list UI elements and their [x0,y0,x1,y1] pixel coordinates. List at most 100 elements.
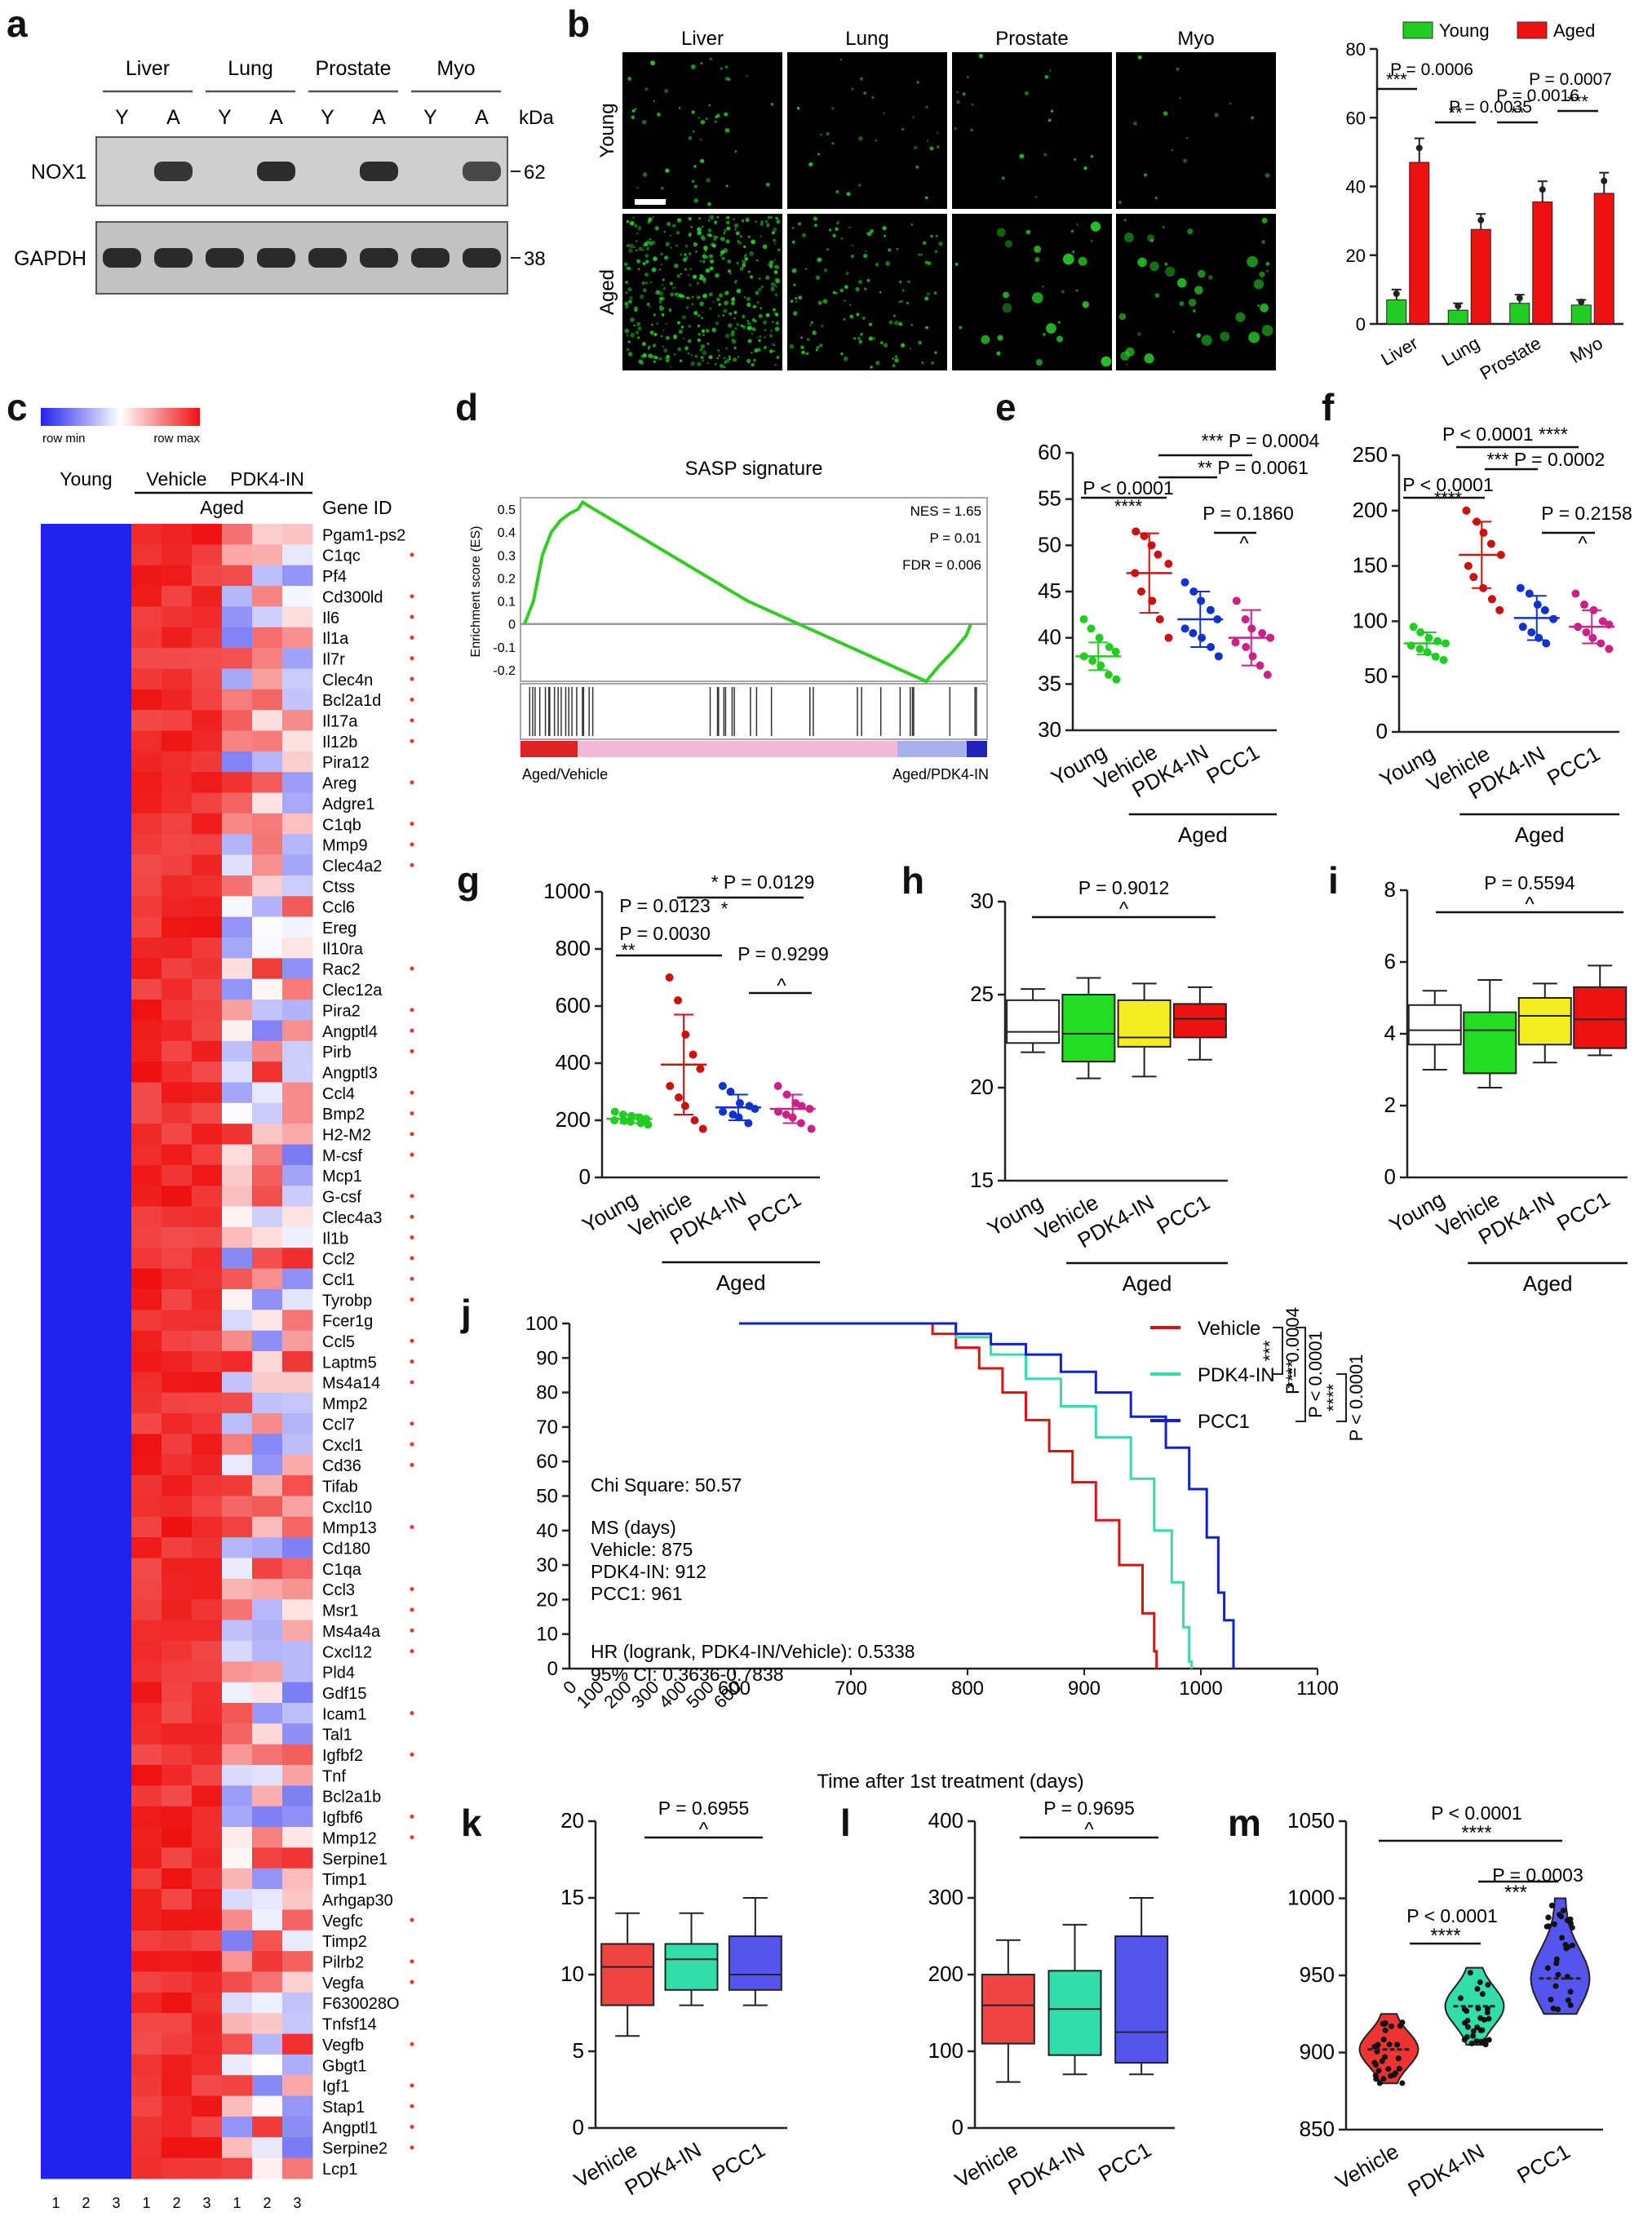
c-heatmap-cell [252,1164,283,1186]
c-heatmap-cell [41,958,72,980]
fluorescent-signal [1120,351,1130,361]
fluorescent-signal [708,254,714,259]
c-heatmap-cell [101,1971,132,1993]
c-heatmap-cell [131,1454,162,1476]
f-annotation: **** [1434,488,1463,508]
c-heatmap-cell [41,1392,72,1414]
c-sasp-marker [410,1048,414,1053]
e-y-tick-label: 40 [1038,625,1061,649]
fluorescent-signal [770,282,776,287]
c-heatmap-cell [222,586,253,607]
c-heatmap-cell [131,544,162,566]
c-heatmap-cell [252,1992,283,2014]
c-gene-label: Il7r [322,650,345,668]
fluorescent-signal [1229,102,1232,104]
c-sasp-marker [410,1090,414,1095]
fluorescent-signal [724,112,729,117]
c-heatmap-cell [222,813,253,835]
c-sasp-marker [410,635,414,640]
c-heatmap-cell [222,1806,253,1828]
c-heatmap-cell [192,1971,223,1993]
fluorescent-signal [702,245,708,250]
c-gene-label: Tal1 [322,1727,352,1744]
c-heatmap-cell [131,606,162,628]
c-heatmap-cell [222,1434,253,1456]
fluorescent-signal [749,275,754,279]
c-heatmap-cell [162,1889,193,1910]
g-data-point [718,1082,727,1090]
fluorescent-signal [860,77,863,81]
c-heatmap-cell [192,1144,223,1166]
c-heatmap-cell [131,1144,162,1166]
c-heatmap-cell [252,958,283,980]
e-data-point [1232,596,1241,605]
fluorescent-signal [742,326,746,330]
c-gene-label: Fcer1g [322,1313,373,1331]
c-heatmap-cell [282,916,313,938]
c-heatmap-cell [101,586,132,607]
fluorescent-signal [768,260,774,265]
fluorescent-signal [760,307,762,310]
fluorescent-signal [655,290,661,295]
fluorescent-signal [671,224,676,228]
c-heatmap-cell [192,1765,223,1786]
fluorescent-signal [753,304,757,308]
fluorescent-signal [956,100,960,104]
e-data-point [1263,671,1272,679]
fluorescent-signal [843,356,848,361]
fluorescent-signal [676,218,682,224]
c-heatmap-cell [192,1000,223,1021]
fluorescent-signal [659,357,662,361]
fluorescent-signal [679,359,683,362]
c-heatmap-cell [192,2075,223,2097]
c-heatmap-cell [41,1847,72,1869]
c-heatmap-cell [252,1102,283,1124]
c-heatmap-cell [101,710,132,731]
c-heatmap-cell [131,1806,162,1828]
c-heatmap-cell [71,2013,102,2035]
g-y-tick-label: 1000 [543,879,591,903]
f-data-point [1542,639,1551,648]
c-heatmap-cell [192,606,223,628]
microscopy-image [787,214,947,370]
c-heatmap-cell [71,1000,102,1021]
c-heatmap-cell [222,1102,253,1124]
blot-band [257,162,295,181]
c-heatmap-cell [192,772,223,794]
fluorescent-signal [894,357,899,363]
c-heatmap-cell [131,1475,162,1496]
c-heatmap-cell [282,1434,313,1456]
c-gene-label: Mmp12 [322,1829,377,1847]
c-heatmap-cell [282,1765,313,1786]
c-heatmap-cell [252,1226,283,1248]
g-data-point [674,996,683,1004]
fluorescent-signal [848,304,852,307]
c-heatmap-cell [101,524,132,545]
fluorescent-signal [846,192,851,197]
c-heatmap-cell [71,1413,102,1434]
fluorescent-signal [633,324,636,327]
c-heatmap-cell [101,1330,132,1352]
c-heatmap-cell [162,1765,193,1786]
fluorescent-signal [684,346,689,351]
fluorescent-signal [656,321,659,325]
fluorescent-signal [633,246,636,249]
fluorescent-signal [647,354,650,357]
b-annotation: P = 0.0035 [1449,98,1532,117]
c-heatmap-cell [222,1992,253,2014]
c-heatmap-cell [192,1578,223,1600]
fluorescent-signal [1083,166,1087,171]
c-gene-label: Icam1 [322,1705,366,1723]
g-x-tick-label: PCC1 [744,1186,805,1236]
c-heatmap-cell [252,1785,283,1807]
fluorescent-signal [658,299,662,304]
c-heatmap-cell [131,792,162,814]
c-heatmap-cell [101,1124,132,1145]
c-gene-label: Pira12 [322,754,370,772]
fluorescent-signal [697,338,701,342]
b-annotation: ** [1510,103,1525,123]
fluorescent-signal [759,335,762,339]
c-heatmap-cell [131,1268,162,1290]
fluorescent-signal [933,291,937,295]
d-rank-bar [520,741,987,757]
